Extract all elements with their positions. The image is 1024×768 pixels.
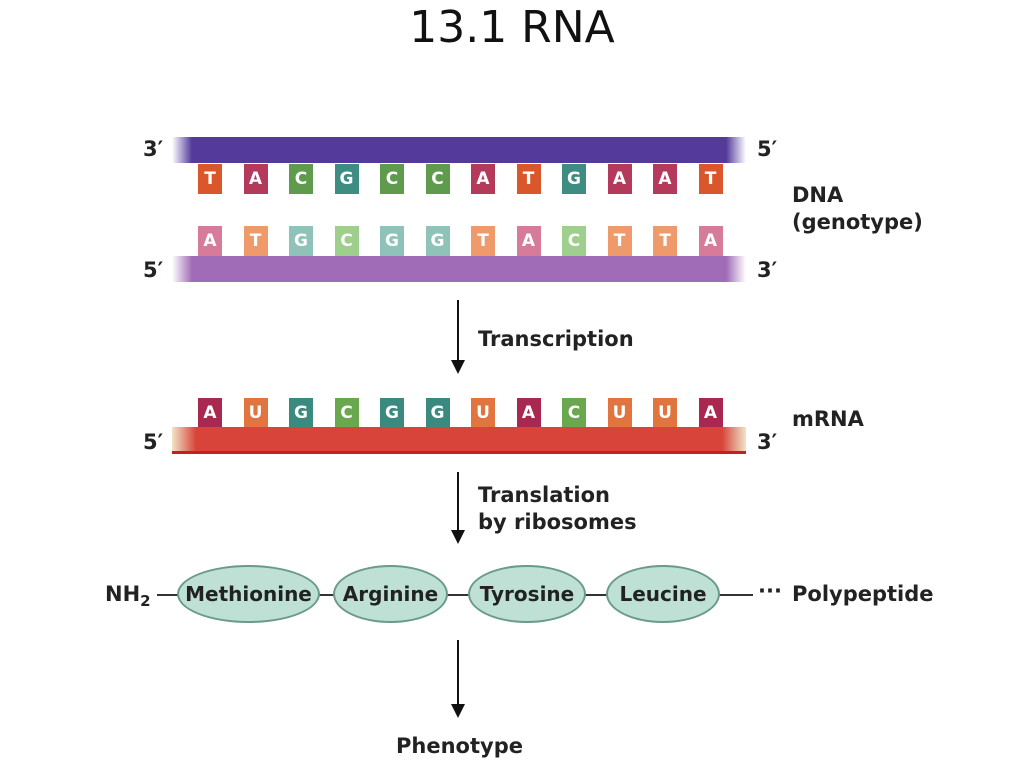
dna-bottom-strand [172, 256, 746, 282]
phenotype-label: Phenotype [396, 734, 523, 758]
dna-top-base: A [607, 164, 632, 194]
dna-top-base: G [562, 164, 586, 194]
mrna-base: A [198, 398, 222, 428]
dna-top-base: T [516, 164, 541, 194]
dna-top-base: G [334, 164, 359, 194]
dna-top-base: T [698, 164, 723, 194]
dna-top-base: A [243, 164, 268, 194]
dna-label-genotype: (genotype) [792, 210, 923, 234]
dna-top-strand [172, 137, 746, 163]
dna-top-base: C [380, 164, 404, 194]
dna-bottom-right-end: 3′ [757, 258, 778, 282]
mrna-strand [172, 427, 746, 451]
dna-top-left-end: 3′ [143, 137, 164, 161]
mrna-base: U [653, 398, 677, 428]
transcription-arrow [451, 300, 465, 374]
nh2-main: NH [105, 582, 141, 606]
dna-top-base: C [425, 164, 450, 194]
mrna-right-end: 3′ [757, 430, 778, 454]
mrna-base: A [698, 398, 723, 428]
dna-bottom-left-end: 5′ [143, 258, 164, 282]
dna-bottom-base: G [289, 226, 313, 256]
mrna-base: G [289, 398, 313, 428]
translation-arrow [451, 472, 465, 544]
dna-bottom-base: A [516, 226, 541, 256]
transcription-label: Transcription [478, 327, 634, 351]
dna-bottom-base: T [471, 226, 495, 256]
translation-label-line1: Translation [478, 483, 610, 507]
mrna-base: U [607, 398, 632, 428]
dna-top-base: T [198, 164, 222, 194]
chain-ellipsis: ··· [758, 579, 782, 603]
amino-acid-leucine: Leucine [606, 565, 720, 623]
mrna-base: G [380, 398, 404, 428]
mrna-left-end: 5′ [143, 430, 164, 454]
dna-bottom-base: G [425, 226, 450, 256]
slide-title: 13.1 RNA [409, 2, 615, 53]
nh2-sub: 2 [140, 592, 151, 611]
dna-bottom-base: G [380, 226, 404, 256]
dna-bottom-base: T [243, 226, 268, 256]
translation-label: Translation by ribosomes [478, 482, 637, 536]
mrna-strand-edge [172, 451, 746, 454]
mrna-base: U [471, 398, 495, 428]
amino-acid-tyrosine: Tyrosine [468, 565, 586, 623]
mrna-base: C [562, 398, 586, 428]
dna-top-base: A [653, 164, 677, 194]
dna-bottom-base: A [198, 226, 222, 256]
dna-top-right-end: 5′ [757, 137, 778, 161]
mrna-base: C [334, 398, 359, 428]
mrna-base: A [516, 398, 541, 428]
dna-top-base: A [471, 164, 495, 194]
amino-acid-methionine: Methionine [177, 565, 320, 623]
polypeptide-label: Polypeptide [792, 582, 934, 606]
dna-bottom-base: C [334, 226, 359, 256]
phenotype-arrow [451, 640, 465, 718]
dna-label: DNA (genotype) [792, 182, 923, 236]
amino-acid-arginine: Arginine [333, 565, 448, 623]
dna-bottom-base: T [607, 226, 632, 256]
dna-bottom-base: T [653, 226, 677, 256]
translation-label-line2: by ribosomes [478, 510, 637, 534]
dna-top-base: C [289, 164, 313, 194]
chain-line [157, 594, 753, 596]
mrna-base: U [243, 398, 268, 428]
mrna-label: mRNA [792, 407, 864, 431]
dna-bottom-base: C [562, 226, 586, 256]
mrna-base: G [425, 398, 450, 428]
nh2-label: NH2 [105, 581, 151, 615]
dna-bottom-base: A [698, 226, 723, 256]
dna-label-title: DNA [792, 183, 844, 207]
